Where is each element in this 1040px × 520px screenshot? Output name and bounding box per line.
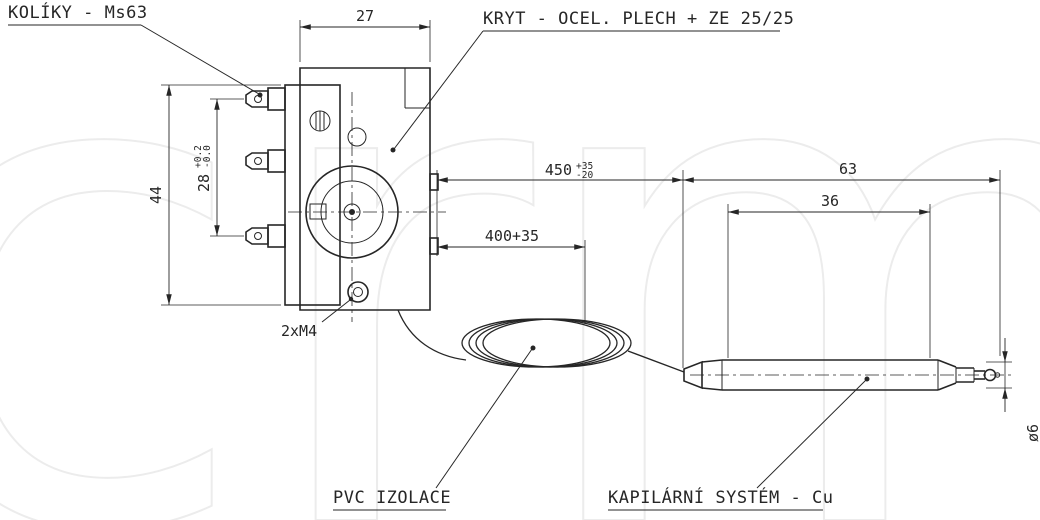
dim-capillary-length-value: 450 <box>545 161 572 179</box>
terminal-pin-2 <box>245 149 286 173</box>
callout-cover-leader <box>393 30 484 150</box>
callout-pvc-leader <box>435 348 533 489</box>
dim-bulb-total-value: 63 <box>839 160 857 178</box>
cover-outline <box>299 67 431 311</box>
capillary-coil <box>397 309 685 373</box>
note-screws: 2xM4 <box>281 296 354 340</box>
dim-body-height: 44 <box>147 84 281 306</box>
callout-pvc: PVC IZOLACE <box>333 345 536 511</box>
dim-coil-length: 400+35 <box>437 227 586 324</box>
dim-pin-span-tol-minus: -0.0 <box>202 145 213 168</box>
dim-capillary-length-tol-minus: -20 <box>576 170 593 181</box>
sensor-bulb <box>683 359 1012 391</box>
dim-pin-span-tol-plus: +0.2 <box>193 145 204 168</box>
mounting-screw-top <box>309 110 331 132</box>
callout-cover: KRYT - OCEL. PLECH + ZE 25/25 <box>390 9 794 153</box>
dim-top-width-value: 27 <box>356 7 374 25</box>
cover-hole <box>347 127 367 147</box>
callout-capillary-leader <box>756 379 867 489</box>
dim-pin-span-value: 28 <box>195 174 213 192</box>
callout-pvc-label: PVC IZOLACE <box>333 488 451 508</box>
callout-pins-label: KOLÍKY - Ms63 <box>8 1 148 23</box>
mounting-screw-bottom <box>347 281 369 303</box>
callout-pins-leader <box>140 24 260 95</box>
dim-bulb-total: 63 <box>682 160 1001 368</box>
terminal-pin-1 <box>245 87 286 111</box>
callout-cover-label: KRYT - OCEL. PLECH + ZE 25/25 <box>483 9 794 29</box>
callout-pins: KOLÍKY - Ms63 <box>8 1 263 98</box>
callout-capillary: KAPILÁRNÍ SYSTÉM - Cu <box>608 376 870 511</box>
front-plate <box>284 84 341 306</box>
dim-capillary-length-tol-plus: +35 <box>576 161 593 172</box>
dim-bulb-diameter: ø6 <box>986 338 1040 442</box>
dim-coil-length-value: 400+35 <box>485 227 539 245</box>
note-screws-text: 2xM4 <box>281 322 317 340</box>
dim-pin-span: 28 +0.2 -0.0 <box>193 98 244 237</box>
callout-capillary-label: KAPILÁRNÍ SYSTÉM - Cu <box>608 486 833 508</box>
dim-bulb-active-value: 36 <box>821 192 839 210</box>
thermostat-body <box>284 67 446 322</box>
dim-capillary-length: 450 +35 -20 <box>436 161 683 256</box>
dim-bulb-diameter-value: ø6 <box>1024 424 1040 442</box>
dim-body-height-value: 44 <box>147 186 165 204</box>
terminal-pin-3 <box>245 224 286 248</box>
dim-top-width: 27 <box>299 7 431 62</box>
dim-bulb-active: 36 <box>727 192 931 358</box>
